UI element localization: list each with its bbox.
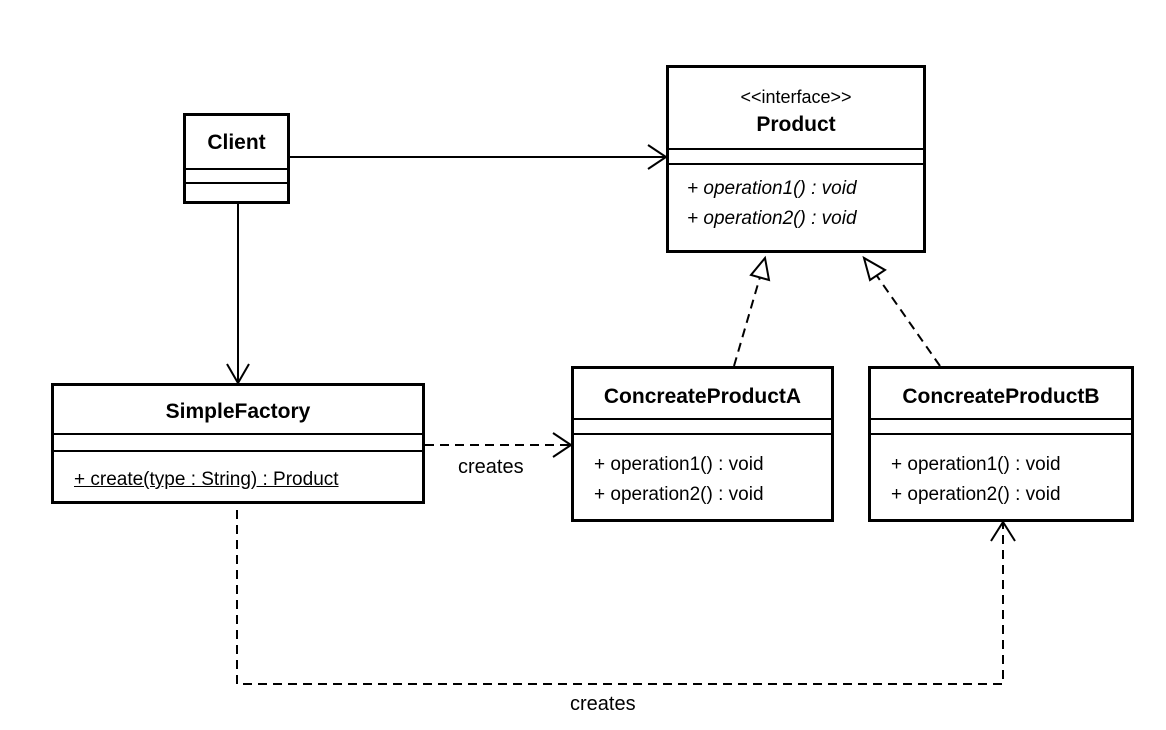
client-class-header: Client: [186, 116, 287, 170]
product-a-attributes: [574, 420, 831, 435]
product-a-operation: + operation2() : void: [594, 484, 764, 505]
simple-factory-class: SimpleFactory + create(type : String) : …: [51, 383, 425, 504]
product-a-class-name: ConcreateProductA: [603, 385, 802, 408]
client-operations: [186, 184, 287, 201]
product-operation: + operation1() : void: [687, 178, 857, 199]
product-class-name: Product: [756, 113, 836, 136]
product-a-header: ConcreateProductA: [574, 369, 831, 420]
factory-product-a-dependency: [425, 432, 573, 458]
client-class-name: Client: [207, 131, 266, 154]
product-b-realization: [862, 255, 941, 367]
product-attributes: [669, 150, 923, 165]
client-class: Client: [183, 113, 290, 204]
product-operations: + operation1() : void + operation2() : v…: [669, 165, 923, 234]
simple-factory-attributes: [54, 435, 422, 452]
simple-factory-class-name: SimpleFactory: [165, 400, 311, 423]
simple-factory-header: SimpleFactory: [54, 386, 422, 435]
product-header: <<interface>> Product: [669, 68, 923, 150]
concreate-product-a-class: ConcreateProductA + operation1() : void …: [571, 366, 834, 522]
creates-label-product-a: creates: [458, 456, 524, 478]
factory-product-b-dependency: [236, 510, 1016, 685]
product-operation: + operation2() : void: [687, 208, 857, 229]
product-a-operation: + operation1() : void: [594, 454, 764, 475]
concreate-product-b-class: ConcreateProductB + operation1() : void …: [868, 366, 1134, 522]
product-b-operations: + operation1() : void + operation2() : v…: [871, 435, 1131, 510]
product-b-class-name: ConcreateProductB: [902, 385, 1100, 408]
product-a-operations: + operation1() : void + operation2() : v…: [574, 435, 831, 510]
product-interface: <<interface>> Product + operation1() : v…: [666, 65, 926, 253]
product-b-header: ConcreateProductB: [871, 369, 1131, 420]
client-factory-association: [226, 204, 250, 385]
product-a-realization: [733, 255, 771, 367]
simple-factory-operations: + create(type : String) : Product: [54, 452, 422, 495]
product-b-operation: + operation1() : void: [891, 454, 1061, 475]
creates-label-product-b: creates: [570, 693, 636, 715]
product-stereotype: <<interface>>: [740, 87, 852, 107]
product-b-operation: + operation2() : void: [891, 484, 1061, 505]
simple-factory-operation: + create(type : String) : Product: [74, 469, 339, 490]
client-attributes: [186, 170, 287, 184]
product-b-attributes: [871, 420, 1131, 435]
client-product-association: [290, 144, 668, 170]
